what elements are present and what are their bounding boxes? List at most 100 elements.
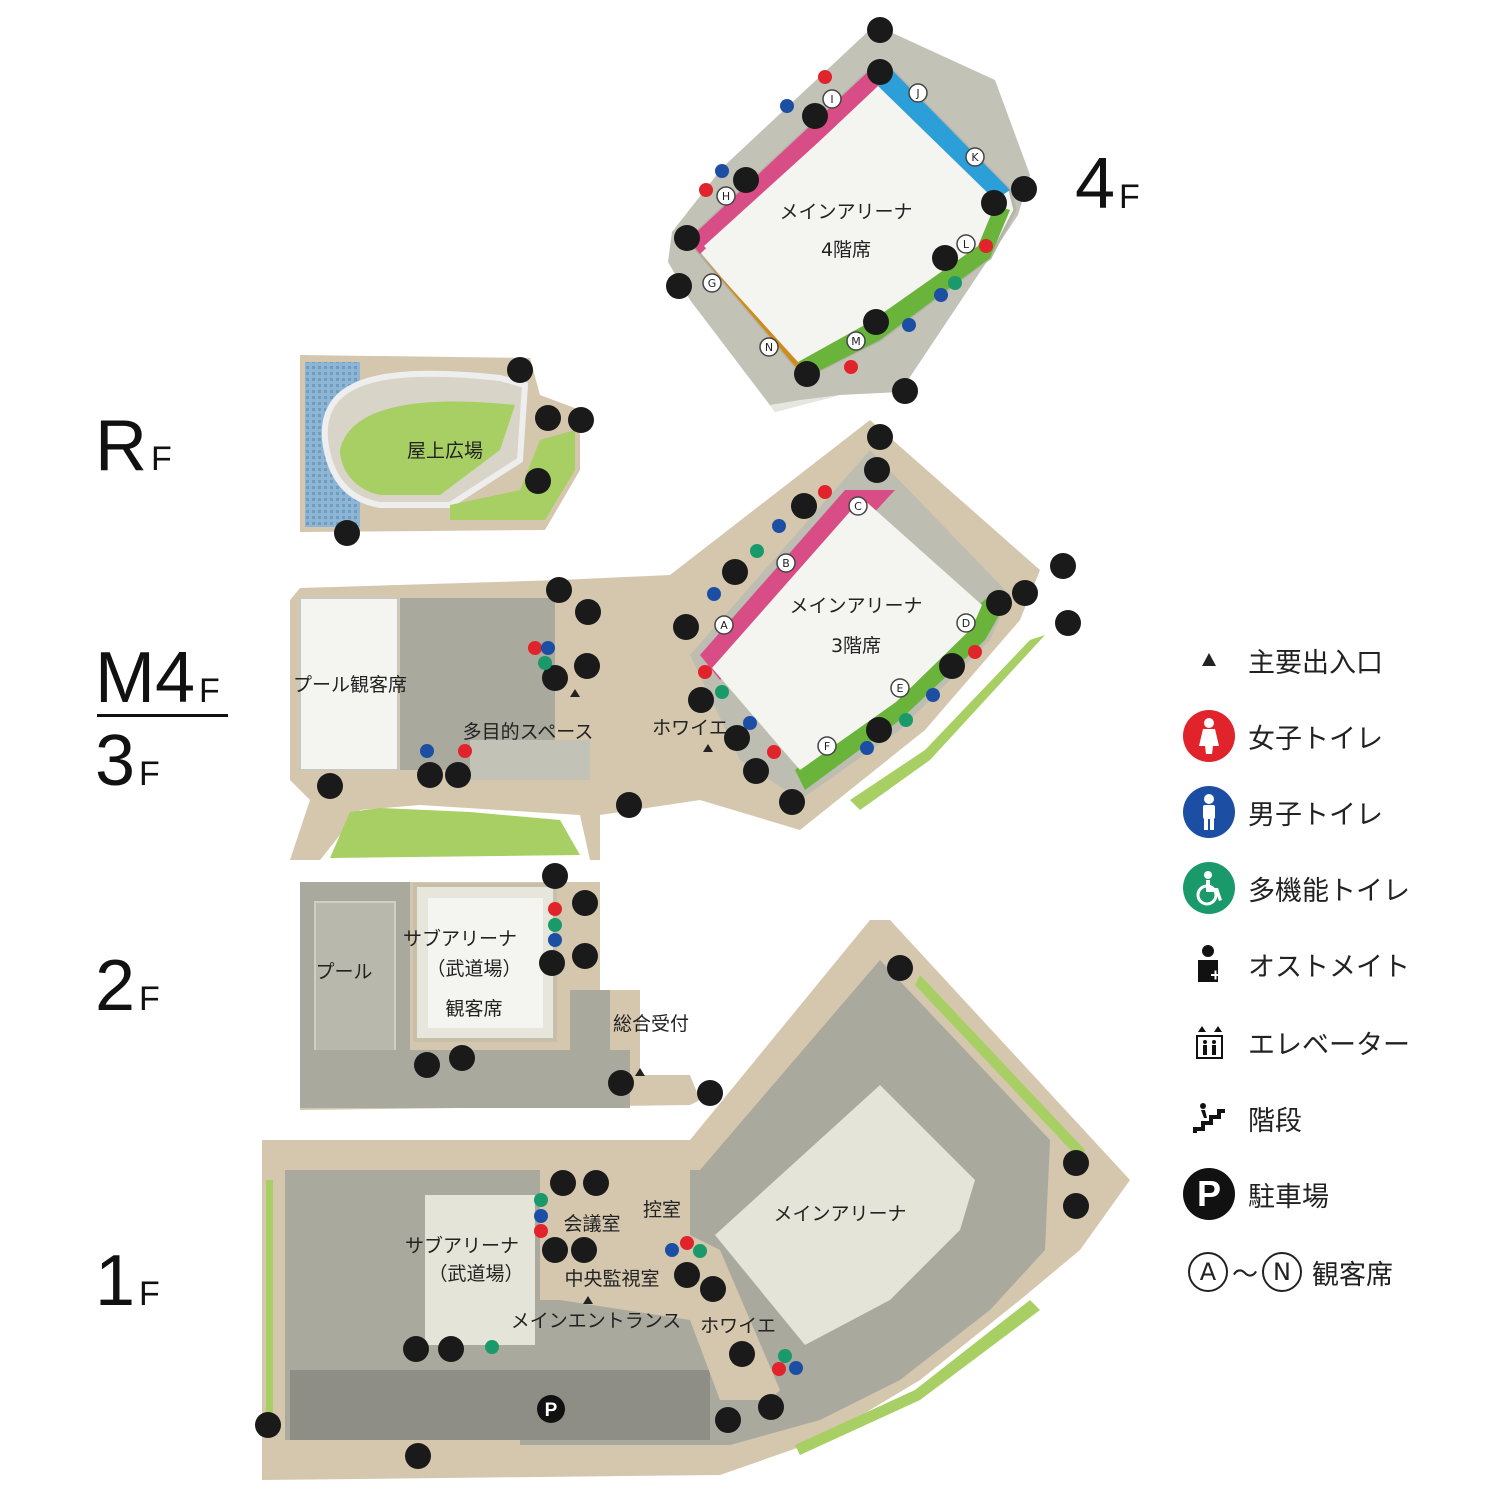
stairs-icon xyxy=(986,590,1012,616)
seat-section-marker: C xyxy=(848,496,868,516)
area-label: メインアリーナ xyxy=(789,595,922,617)
parking-symbol: P xyxy=(545,1400,558,1421)
area-label: 観客席 xyxy=(445,998,502,1020)
women-toilet-icon xyxy=(528,641,542,655)
legend-label: エレベーター xyxy=(1248,1029,1410,1061)
men-toilet-icon xyxy=(665,1243,679,1257)
area-label: サブアリーナ xyxy=(403,927,517,950)
entrance-markers xyxy=(570,689,713,1304)
stairs-icon xyxy=(864,457,890,483)
stairs-icon xyxy=(572,890,598,916)
area-label: プール xyxy=(315,961,372,983)
men-toilet-icon xyxy=(420,744,434,758)
floor-3f-pool-seats xyxy=(299,597,399,771)
seat-section-marker: K xyxy=(965,147,985,167)
floor-2f-reception-block xyxy=(570,990,610,1050)
parking-marker: P xyxy=(537,1395,565,1423)
women-toilet-icon xyxy=(968,645,982,659)
stairs-icon xyxy=(892,378,918,404)
svg-text:J: J xyxy=(915,87,919,100)
women-toilet-icon xyxy=(844,360,858,374)
seat-section-marker: L xyxy=(956,234,976,254)
stairs-icon xyxy=(616,792,642,818)
stairs-icon xyxy=(715,1407,741,1433)
svg-text:D: D xyxy=(962,617,970,630)
stairs-icon xyxy=(525,468,551,494)
floor-1f-arena xyxy=(715,1085,975,1345)
accessible-toilet-icon xyxy=(1180,859,1238,917)
stairs-icon xyxy=(733,167,759,193)
seat-section-marker: B xyxy=(776,553,796,573)
seat-section-marker: M xyxy=(846,331,866,351)
area-label: メインエントランス xyxy=(511,1310,682,1332)
seat-section-marker: J xyxy=(908,83,928,103)
women-toilet-icon xyxy=(772,1362,786,1376)
floor-1f-corridor xyxy=(540,1170,780,1400)
stairs-icon xyxy=(574,653,600,679)
stairs-icon xyxy=(700,1276,726,1302)
area-label: ホワイエ xyxy=(652,717,728,739)
floor-label-suffix: F xyxy=(139,1275,160,1313)
legend-label: 階段 xyxy=(1248,1105,1302,1137)
men-toilet-icon xyxy=(534,1209,548,1223)
area-label: 4階席 xyxy=(821,239,871,261)
women-toilet-icon xyxy=(534,1224,548,1238)
accessible-toilet-icon xyxy=(750,544,764,558)
floor-1f-lawn-west xyxy=(266,1180,273,1430)
floor-label-suffix: F xyxy=(139,755,160,793)
men-toilet-icon xyxy=(926,688,940,702)
seat-section-marker: E xyxy=(890,678,910,698)
stairs-icon xyxy=(887,955,913,981)
floor-1f-lawn-east xyxy=(915,975,1085,1160)
legend-label: 駐車場 xyxy=(1248,1181,1329,1213)
stairs-icon xyxy=(867,59,893,85)
legend-item-elevator: エレベーター xyxy=(1180,1012,1410,1072)
stairs-icon xyxy=(507,357,533,383)
elevator-icon xyxy=(1055,610,1081,636)
accessible-toilet-icon xyxy=(899,713,913,727)
stairs-icon xyxy=(1012,580,1038,606)
stairs-icon xyxy=(743,758,769,784)
elevator-icon xyxy=(542,863,568,889)
area-label: ホワイエ xyxy=(700,1315,776,1337)
floor-rf-lawn-edge xyxy=(450,430,575,520)
legend-label: 女子トイレ xyxy=(1248,723,1383,755)
stairs-icon xyxy=(722,559,748,585)
accessible-toilet-icon xyxy=(693,1244,707,1258)
stairs-icon xyxy=(674,225,700,251)
stairs-icon xyxy=(1063,1150,1089,1176)
men-toilet-icon xyxy=(902,318,916,332)
stairs-icon xyxy=(802,103,828,129)
legend-item-ostomate: オストメイト xyxy=(1180,934,1410,994)
elevator-icon xyxy=(546,577,572,603)
stairs-icon xyxy=(932,245,958,271)
elevator-icon xyxy=(666,273,692,299)
stairs-icon xyxy=(867,424,893,450)
area-label: 屋上広場 xyxy=(407,440,483,462)
women-toilet-icon xyxy=(548,902,562,916)
floor-1f-parking xyxy=(290,1370,710,1440)
area-label: 会議室 xyxy=(563,1213,620,1235)
floor-3f-lawn xyxy=(330,808,580,858)
floor-label-number: 3 xyxy=(95,721,136,801)
stairs-icon xyxy=(939,653,965,679)
stairs-icon xyxy=(863,309,889,335)
legend-item-accessible-toilet: 多機能トイレ xyxy=(1180,858,1410,918)
elevator-icon xyxy=(542,665,568,691)
area-label: プール観客席 xyxy=(293,674,407,696)
floor-1f-lawn-south xyxy=(795,1300,1040,1455)
stairs-icon xyxy=(867,17,893,43)
floor-label-number: 2 xyxy=(95,946,136,1026)
svg-text:A: A xyxy=(720,619,728,632)
stairs-icon xyxy=(568,407,594,433)
section-band-blue xyxy=(878,68,1010,200)
floor-rf-lawn xyxy=(340,401,515,495)
floor-label-suffix: F xyxy=(1119,178,1140,216)
svg-text:F: F xyxy=(824,740,830,753)
accessible-toilet-icon xyxy=(778,1349,792,1363)
legend-item-stairs: 階段 xyxy=(1180,1088,1302,1148)
floor-label-number: 4 xyxy=(1075,144,1116,224)
legend-item-parking: P 駐車場 xyxy=(1180,1164,1329,1224)
ostomate-icon xyxy=(1180,935,1238,993)
